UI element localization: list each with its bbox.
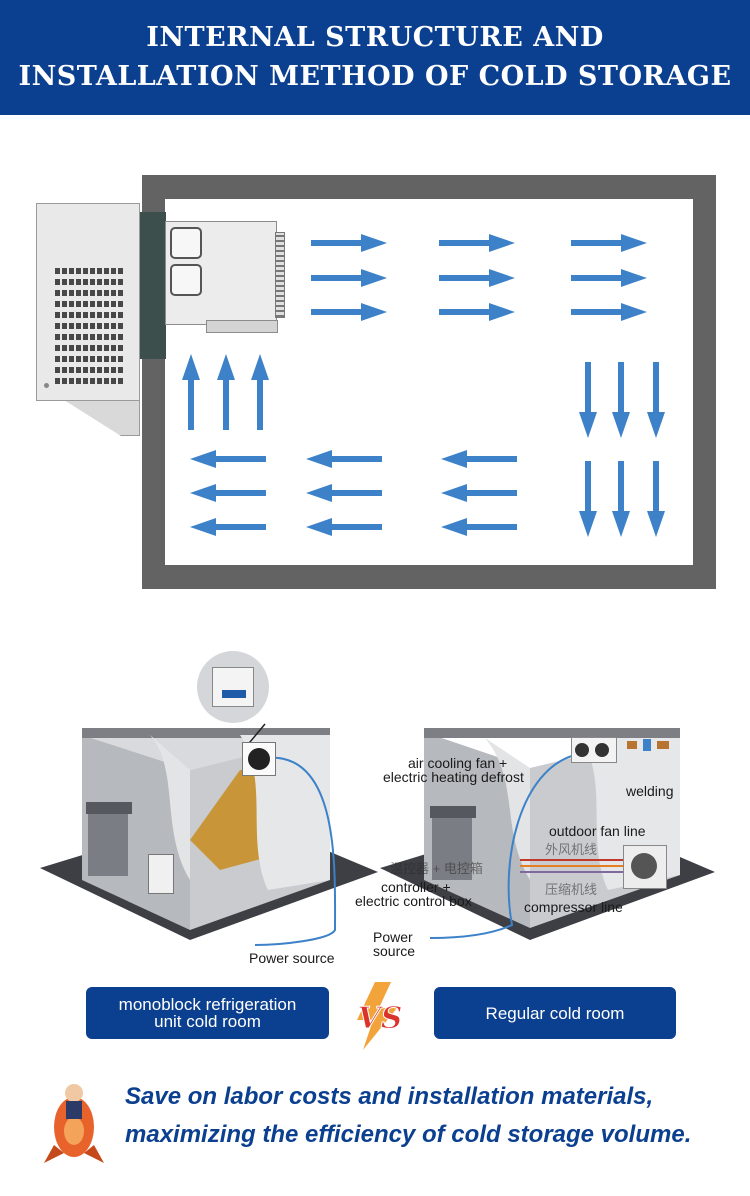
regular-button-label: Regular cold room — [485, 1003, 625, 1023]
slogan-line-2: maximizing the efficiency of cold storag… — [125, 1121, 692, 1148]
power-cable — [429, 754, 576, 939]
airflow-arrow-icon — [571, 269, 647, 287]
controller-cn-label: 温控器 + 电控箱 — [390, 861, 483, 876]
airflow-arrow-icon — [579, 461, 597, 537]
brand-logo-icon — [222, 690, 246, 698]
airflow-arrow-icon — [571, 234, 647, 252]
airflow-arrow-icon — [579, 362, 597, 438]
power-cable — [254, 756, 337, 946]
page-title-line-2: INSTALLATION METHOD OF COLD STORAGE — [18, 61, 732, 92]
airflow-arrow-icon — [441, 518, 517, 536]
monoblock-cold-room-button[interactable]: monoblock refrigeration unit cold room — [86, 987, 329, 1039]
fan-icon — [575, 743, 589, 757]
condenser-vent-grid — [55, 268, 125, 384]
header-banner — [0, 0, 750, 115]
power-label-line-1: Power — [373, 929, 413, 945]
control-panel-icon — [148, 854, 174, 894]
vs-text: VS — [358, 1001, 403, 1036]
airflow-arrow-icon — [306, 484, 382, 502]
airflow-arrow-icon — [647, 362, 665, 438]
airflow-arrow-icon — [439, 269, 515, 287]
airflow-arrow-icon — [439, 303, 515, 321]
airflow-arrow-icon — [251, 354, 269, 430]
wall-seal-panel — [140, 212, 166, 359]
door-icon — [432, 806, 472, 880]
cutaway-panel — [150, 735, 190, 880]
airflow-arrow-icon — [612, 461, 630, 537]
copper-valves-icon — [627, 739, 669, 751]
controller-label-line-1: controller + — [381, 879, 451, 895]
airflow-arrows — [182, 234, 665, 537]
airflow-arrow-icon — [311, 234, 387, 252]
regular-cold-room-button[interactable]: Regular cold room — [434, 987, 676, 1039]
airflow-arrow-icon — [571, 303, 647, 321]
evaporator-window-icon — [170, 264, 202, 296]
airflow-arrow-icon — [190, 518, 266, 536]
airflow-arrow-icon — [190, 484, 266, 502]
airflow-arrow-icon — [441, 484, 517, 502]
outdoor-fan-line-label: outdoor fan line — [549, 823, 646, 839]
fan-icon — [248, 748, 270, 770]
roof-edge — [424, 728, 680, 738]
door-icon — [88, 802, 128, 876]
roof-edge — [82, 728, 330, 738]
fan-icon — [631, 853, 657, 879]
airflow-arrow-icon — [306, 518, 382, 536]
power-source-label: Power source — [249, 950, 335, 966]
door-curtain-icon — [430, 806, 476, 818]
monoblock-button-line-1: monoblock refrigeration — [118, 995, 297, 1014]
evaporator-window-icon — [170, 227, 202, 259]
slogan-line-1: Save on labor costs and installation mat… — [125, 1083, 654, 1110]
power-label-line-2: source — [373, 943, 416, 959]
airflow-arrow-icon — [647, 461, 665, 537]
fan-grille-icon — [275, 232, 285, 318]
airflow-arrow-icon — [311, 269, 387, 287]
airflow-arrow-icon — [190, 450, 266, 468]
airflow-arrow-icon — [311, 303, 387, 321]
airflow-arrow-icon — [182, 354, 200, 430]
monoblock-button-line-2: unit cold room — [154, 1012, 261, 1031]
monoblock-unit-body — [212, 667, 254, 707]
airflow-arrow-icon — [217, 354, 235, 430]
screw-icon — [44, 383, 49, 388]
compressor-cn-label: 压缩机线 — [545, 882, 598, 897]
compressor-line-label: compressor line — [524, 899, 623, 915]
airflow-arrow-icon — [306, 450, 382, 468]
fan-label-line-2: electric heating defrost — [383, 769, 524, 785]
evaporator-tray — [206, 320, 278, 333]
door-curtain-icon — [86, 802, 132, 814]
welding-label: welding — [626, 783, 674, 799]
fan-icon — [595, 743, 609, 757]
fan-label-line-1: air cooling fan + — [408, 755, 508, 771]
cutaway-panel — [485, 738, 530, 880]
airflow-arrow-icon — [439, 234, 515, 252]
controller-label-line-2: electric control box — [355, 893, 472, 909]
vs-icon: VS — [357, 982, 403, 1050]
page-title-line-1: INTERNAL STRUCTURE AND — [146, 22, 604, 53]
rocket-mascot-icon — [44, 1084, 104, 1163]
outdoor-fan-line-cn-label: 外风机线 — [545, 842, 598, 857]
airflow-arrow-icon — [441, 450, 517, 468]
airflow-arrow-icon — [612, 362, 630, 438]
